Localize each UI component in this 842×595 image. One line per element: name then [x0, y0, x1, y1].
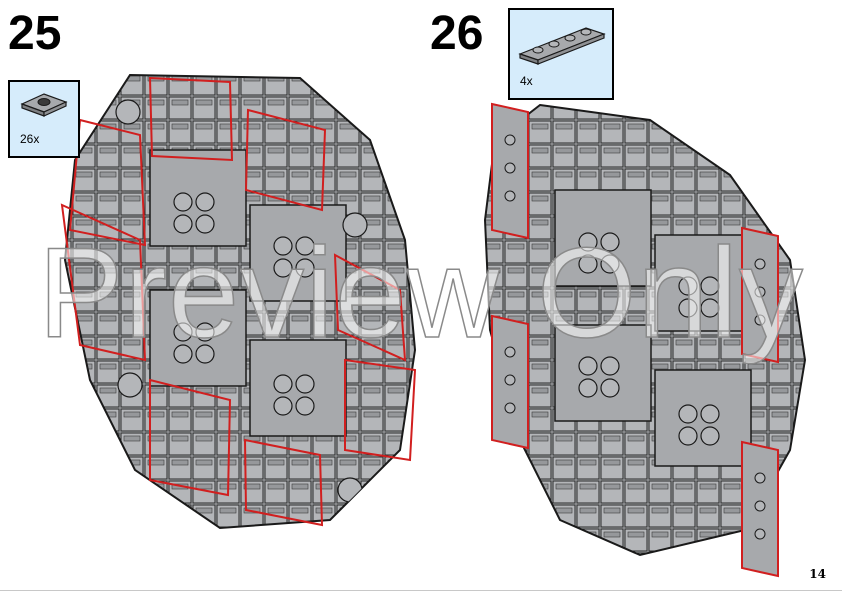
part-quantity: 4x: [520, 74, 533, 88]
parts-callout: 26x: [8, 80, 80, 158]
plate-1x2-jumper-icon: [20, 93, 68, 117]
page-number: 14: [809, 567, 826, 581]
parts-callout: 4x: [508, 8, 614, 100]
step-number: 26: [430, 7, 484, 60]
step-25-model: [60, 73, 417, 530]
plate-1x4-icon: [518, 27, 606, 65]
step-26-model: [483, 102, 807, 578]
part-quantity: 26x: [20, 132, 40, 146]
footer-divider: [0, 590, 842, 591]
step-number: 25: [8, 7, 62, 60]
